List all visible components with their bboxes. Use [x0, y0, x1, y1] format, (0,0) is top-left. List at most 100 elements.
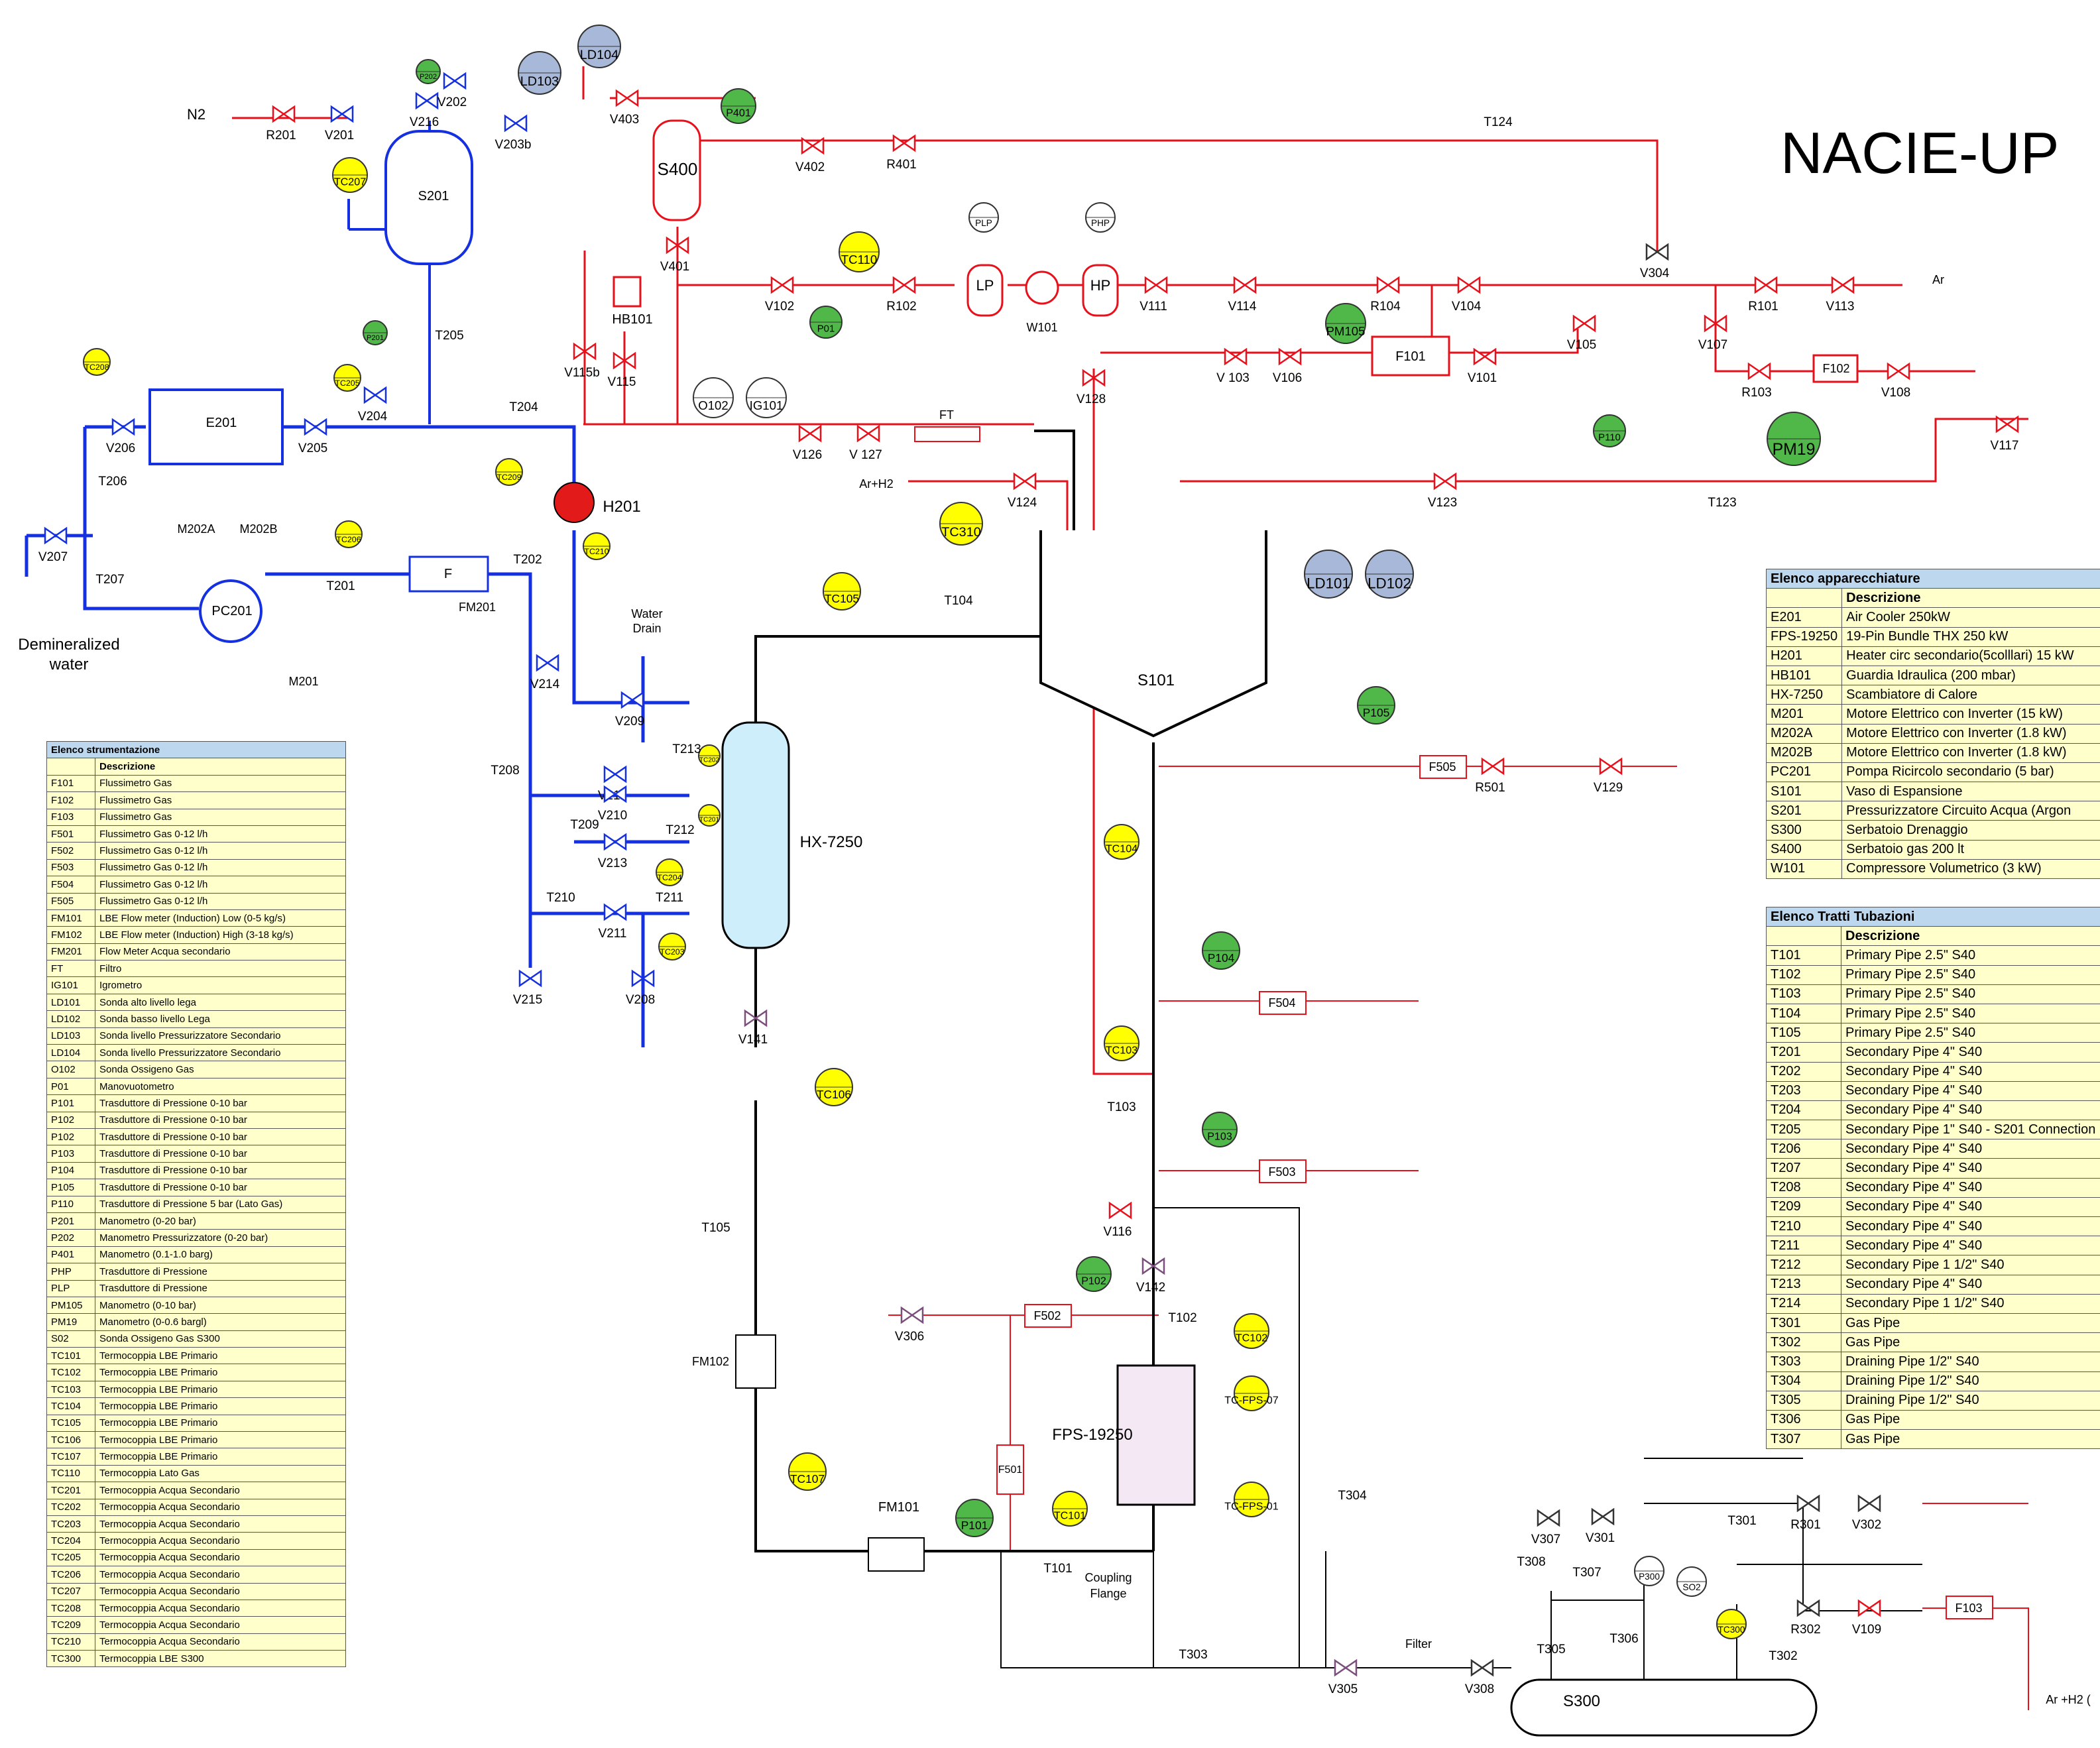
line-label-t308: T308	[1517, 1555, 1545, 1569]
table-cell: Termocoppia LBE Primario	[95, 1347, 346, 1365]
table-cell: Primary Pipe 2.5" S40	[1841, 945, 2100, 966]
table-cell: TC103	[46, 1380, 95, 1399]
table-cell: Trasduttore di Pressione 0-10 bar	[95, 1179, 346, 1196]
table-cell: Termocoppia Acqua Secondario	[95, 1498, 346, 1516]
table-cell: P102	[46, 1111, 95, 1129]
instrument-p105: P105	[1357, 686, 1395, 725]
table-cell: LD103	[46, 1027, 95, 1045]
heat-exchanger-hx7250	[721, 721, 790, 949]
table-cell: T202	[1766, 1061, 1841, 1082]
line-label-t204: T204	[509, 400, 538, 414]
valve-v208: V208	[626, 969, 655, 1007]
valve-symbol	[1481, 757, 1505, 776]
valve-tag: V108	[1881, 386, 1910, 400]
flowmeter-f102	[1812, 354, 1859, 383]
table-caption-row: Elenco Tratti Tubazioni	[1766, 906, 2100, 927]
table-cell: Termocoppia Acqua Secondario	[95, 1599, 346, 1617]
valve-tag: V403	[610, 113, 639, 127]
table-cell: Manometro (0-0.6 bargl)	[95, 1313, 346, 1331]
table-cell: HX-7250	[1765, 685, 1843, 705]
table-cell: Secondary Pipe 4" S40	[1841, 1080, 2100, 1101]
table-cell: Secondary Pipe 4" S40	[1841, 1100, 2100, 1121]
flowmeter-f103	[1946, 1596, 1993, 1619]
table-cell: T306	[1766, 1409, 1841, 1430]
instrument-tag: TC105	[825, 592, 859, 605]
valve-tag: V123	[1428, 496, 1457, 510]
misc-label: Demineralized	[18, 636, 119, 654]
line-label-t208: T208	[491, 764, 519, 778]
valve-symbol	[363, 386, 387, 404]
valve-v103: V 103	[1216, 347, 1250, 385]
valve-symbol	[1144, 276, 1168, 294]
table-cell: Guardia Idraulica (200 mbar)	[1841, 665, 2100, 686]
table-cell: FPS-19250	[1765, 626, 1843, 647]
instrument-tc-fps-01: TC-FPS-01	[1224, 1482, 1279, 1517]
tank-s400	[652, 119, 701, 221]
instrument-p103: P103	[1202, 1112, 1238, 1147]
equipment-label-s101: S101	[1138, 671, 1175, 689]
table-cell: T213	[1766, 1274, 1841, 1295]
table-caption: Elenco Tratti Tubazioni	[1766, 906, 2100, 927]
valve-symbol	[504, 114, 528, 133]
valve-symbol	[304, 418, 327, 436]
valve-symbol	[1704, 314, 1727, 333]
table-cell: Sonda basso livello Lega	[95, 1010, 346, 1028]
valve-symbol	[330, 105, 354, 123]
valve-symbol	[603, 785, 627, 803]
valve-symbol	[1747, 362, 1771, 380]
table-cell: PM105	[46, 1296, 95, 1314]
drain-tank-s300	[1510, 1678, 1818, 1737]
valve-v301: V301	[1586, 1507, 1615, 1545]
instrument-ld101: LD101	[1304, 550, 1353, 599]
instrument-tag: P101	[961, 1519, 988, 1532]
valve-v115b: V115b	[564, 342, 600, 380]
table-cell: T208	[1766, 1177, 1841, 1198]
valve-tag: V117	[1991, 439, 2019, 453]
valve-symbol	[1599, 757, 1623, 776]
valve-tag: V128	[1077, 392, 1106, 406]
table-cell: Pressurizzatore Circuito Acqua (Argon	[1841, 801, 2100, 821]
instrument-tag: P105	[1363, 706, 1390, 719]
instrument-tag: PLP	[975, 218, 992, 228]
table-cell: P202	[46, 1229, 95, 1247]
table-cell: Serbatoio gas 200 lt	[1841, 839, 2100, 860]
table-header-row: Descrizione	[1765, 588, 2100, 609]
valve-v106: V106	[1273, 347, 1302, 385]
table-caption-row: Elenco strumentazione	[46, 740, 346, 759]
table-cell: Manometro (0-10 bar)	[95, 1296, 346, 1314]
equipment-label-m201: M201	[288, 675, 318, 688]
line-label-t209: T209	[570, 818, 599, 832]
instrument-p201: P201	[363, 320, 388, 345]
valve-tag: V213	[598, 856, 627, 870]
equipment-label-w101: W101	[1026, 321, 1057, 334]
valve-v201: V201	[325, 105, 354, 143]
instrument-tag: TC310	[941, 525, 981, 540]
table-cell: PC201	[1765, 762, 1843, 783]
table-cell: Flussimetro Gas 0-12 l/h	[95, 892, 346, 910]
vessel-lp	[966, 264, 1004, 317]
tank-s201	[384, 130, 473, 265]
valve-v141: V141	[738, 1009, 768, 1047]
valve-symbol	[892, 276, 916, 294]
valve-symbol	[44, 526, 68, 545]
instrument-tc105: TC105	[823, 572, 861, 611]
instrument-ld102: LD102	[1365, 550, 1414, 599]
line-label-t124: T124	[1484, 115, 1513, 129]
table-cell: Heater circ secondario(5colllari) 15 kW	[1841, 646, 2100, 666]
table-cell: Flussimetro Gas 0-12 l/h	[95, 876, 346, 894]
